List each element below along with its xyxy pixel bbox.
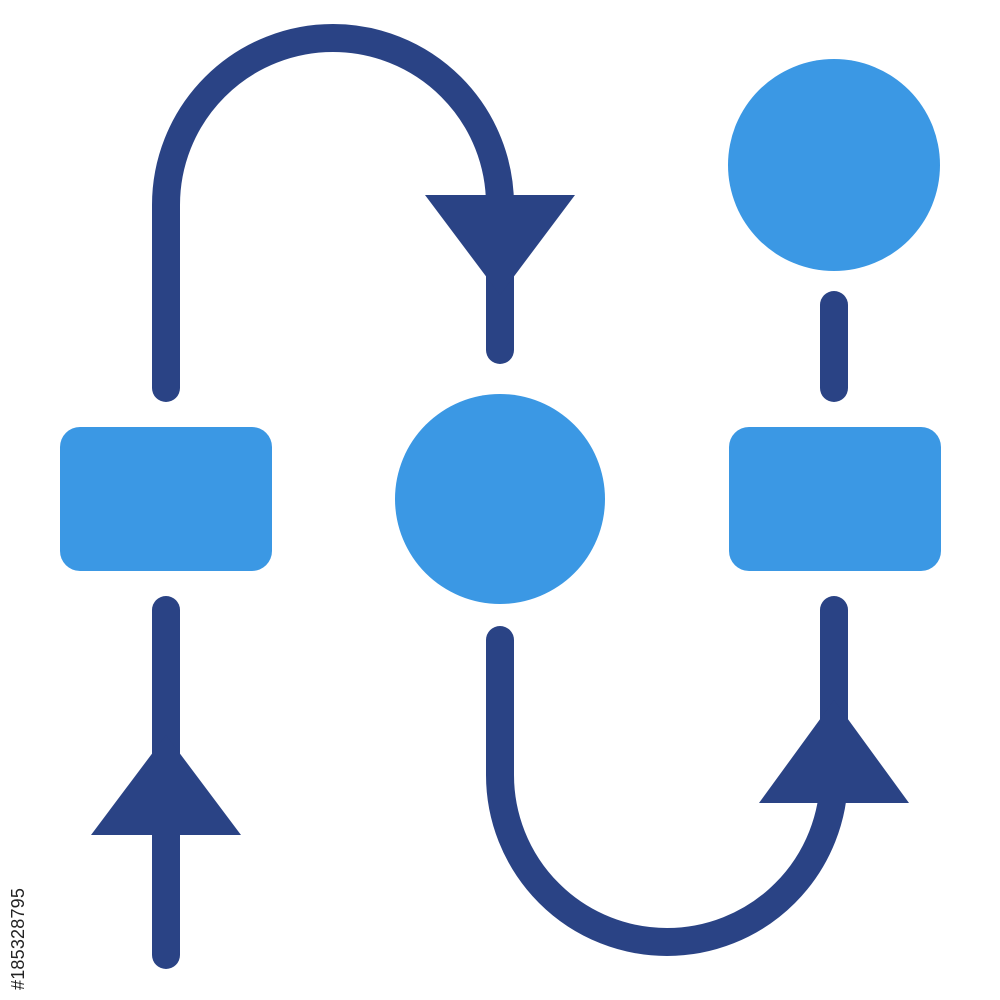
stock-id-text: #185328795 <box>8 887 28 990</box>
up-arrow-head-icon <box>91 735 241 835</box>
process-box-right <box>729 427 941 571</box>
decision-circle-center <box>395 394 605 604</box>
up-arrow-head-icon-right <box>759 700 909 803</box>
bottom-arc-connector <box>486 596 848 956</box>
down-arrow-head-icon <box>425 195 575 295</box>
decision-circle-top-right <box>728 59 940 271</box>
process-box-left <box>60 427 272 571</box>
top-arc-connector <box>152 24 514 402</box>
